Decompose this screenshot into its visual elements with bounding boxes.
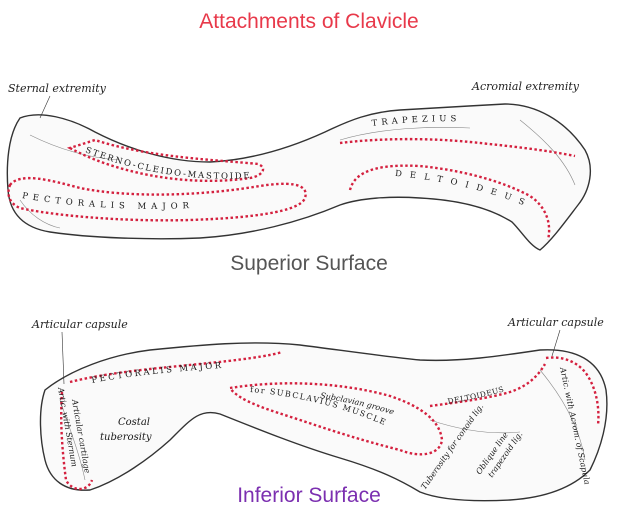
- diagram-title: Attachments of Clavicle: [199, 10, 419, 33]
- sternal-extremity-label: Sternal extremity: [8, 82, 106, 95]
- acromial-facet-outline: [545, 356, 600, 426]
- superior-shading-1: [29, 134, 121, 161]
- superior-surface-heading: Superior Surface: [230, 252, 388, 275]
- superior-shading-4: [19, 199, 61, 229]
- superior-shading-2: [339, 127, 471, 141]
- sternal-leader-line: [39, 95, 51, 119]
- inferior-surface-heading: Inferior Surface: [237, 484, 381, 507]
- tuberosity-label: tuberosity: [100, 432, 152, 443]
- inferior-shading-3: [429, 419, 521, 434]
- inferior-shading-1: [59, 399, 86, 481]
- inferior-shading-2: [539, 369, 586, 461]
- superior-bone-outline: [6, 103, 592, 251]
- deltoideus-outline: [348, 164, 551, 241]
- inferior-bone-outline: [39, 342, 608, 502]
- inferior-clavicle: PECTORALIS MAJOR DELTOIDEUS Subclavian g…: [39, 329, 608, 502]
- trapezius-outline: [339, 137, 576, 158]
- subclavian-groove-outline: [227, 382, 444, 456]
- acromial-extremity-label: Acromial extremity: [472, 80, 579, 93]
- capsule-right-leader-line: [551, 329, 561, 357]
- articular-capsule-left-label: Articular capsule: [32, 318, 128, 331]
- inferior-deltoideus-outline: [429, 363, 547, 408]
- costal-label: Costal: [118, 417, 150, 428]
- sternal-facet-outline: [60, 391, 94, 491]
- superior-clavicle: STERNO-CLEIDO-MASTOIDEUS PECTORALIS MAJO…: [0, 0, 592, 251]
- inferior-pectoralis-outline: [69, 350, 283, 384]
- superior-shading-3: [519, 119, 576, 186]
- articular-capsule-right-label: Articular capsule: [508, 316, 604, 329]
- capsule-left-leader-line: [61, 331, 65, 385]
- scm-outline: [66, 138, 265, 183]
